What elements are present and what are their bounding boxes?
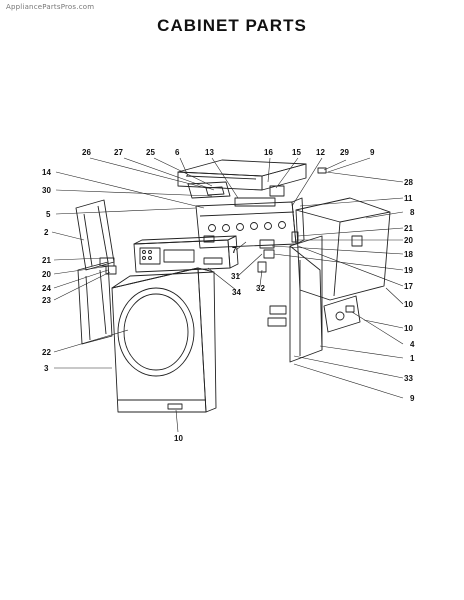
callout-labels: 26 27 25 6 13 16 15 12 29 9 28 11 8 21 2… — [42, 148, 415, 443]
callout-10-bottom: 10 — [174, 434, 183, 443]
callout-30: 30 — [42, 186, 51, 195]
callout-18: 18 — [404, 250, 413, 259]
callout-3: 3 — [44, 364, 49, 373]
callout-34: 34 — [232, 288, 241, 297]
rear-panel — [295, 197, 391, 301]
callout-8: 8 — [410, 208, 415, 217]
front-panel — [111, 267, 217, 413]
callout-33: 33 — [404, 374, 413, 383]
callout-29: 29 — [340, 148, 349, 157]
callout-10-right-a: 10 — [404, 300, 413, 309]
console-bracket — [187, 181, 285, 207]
callout-4: 4 — [410, 340, 415, 349]
callout-25: 25 — [146, 148, 155, 157]
callout-20-left: 20 — [42, 270, 51, 279]
callout-1: 1 — [410, 354, 415, 363]
callout-5: 5 — [46, 210, 51, 219]
callout-17: 17 — [404, 282, 413, 291]
callout-14: 14 — [42, 168, 51, 177]
watermark: AppliancePartsPros.com — [6, 3, 95, 11]
callout-21-right: 21 — [404, 224, 413, 233]
callout-13: 13 — [205, 148, 214, 157]
callout-9-bottom: 9 — [410, 394, 415, 403]
callout-11: 11 — [404, 194, 413, 203]
top-cover — [177, 159, 307, 191]
console-panel — [133, 235, 239, 273]
callout-15: 15 — [292, 148, 301, 157]
callout-24: 24 — [42, 284, 51, 293]
callout-22: 22 — [42, 348, 51, 357]
callout-12: 12 — [316, 148, 325, 157]
callout-21-left: 21 — [42, 256, 51, 265]
callout-6: 6 — [175, 148, 180, 157]
callout-10-right-b: 10 — [404, 324, 413, 333]
page-title: CABINET PARTS — [157, 16, 307, 35]
side-bracket — [267, 295, 361, 333]
callout-16: 16 — [264, 148, 273, 157]
callout-20-right: 20 — [404, 236, 413, 245]
callout-23: 23 — [42, 296, 51, 305]
callout-7: 7 — [232, 246, 237, 255]
callout-28: 28 — [404, 178, 413, 187]
door-opening — [117, 287, 195, 377]
right-brackets — [257, 231, 299, 273]
callout-32: 32 — [256, 284, 265, 293]
callout-19: 19 — [404, 266, 413, 275]
left-side-panel — [75, 199, 117, 345]
callout-2: 2 — [44, 228, 49, 237]
top-screw — [317, 167, 327, 174]
leader-lines — [51, 157, 404, 433]
side-panel — [289, 235, 323, 363]
callout-26: 26 — [82, 148, 91, 157]
callout-27: 27 — [114, 148, 123, 157]
callout-31: 31 — [231, 272, 240, 281]
callout-9-top: 9 — [370, 148, 375, 157]
